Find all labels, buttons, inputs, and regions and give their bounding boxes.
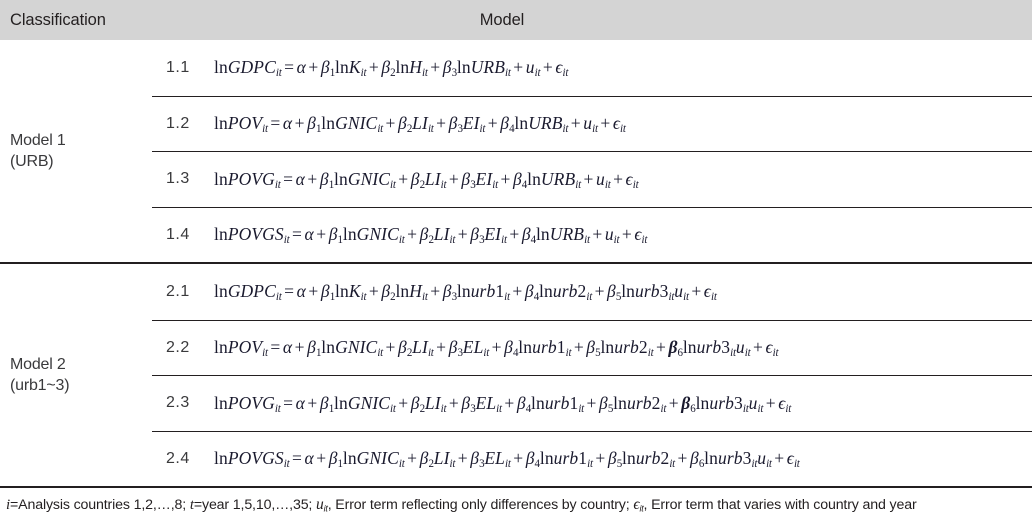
equation-number: 1.4 <box>166 225 190 243</box>
equation-formula: lnGDPCit=α+β1lnKit+β2lnHit+β3lnURBit+uit… <box>214 57 569 80</box>
column-header-classification: Classification <box>10 10 106 29</box>
equation-formula: lnPOVGSit=α+β1lnGNICit+β2LIit+β3ELit+β4l… <box>214 448 800 471</box>
footnote-symbol-epsilon: ϵ <box>633 496 640 513</box>
footnote-symbol-t: t <box>189 497 194 513</box>
equation-formula: lnGDPCit=α+β1lnKit+β2lnHit+β3lnurb1it+β4… <box>214 281 717 304</box>
footnote-part-4: , Error term that varies with country an… <box>643 497 917 513</box>
section-label-model-1: Model 1 (URB) <box>0 40 152 262</box>
table-row: 2.1 lnGDPCit=α+β1lnKit+β2lnHit+β3lnurb1i… <box>152 264 1032 320</box>
table-row: 1.2 lnPOVit=α+β1lnGNICit+β2LIit+β3EIit+β… <box>152 95 1032 152</box>
equation-formula: lnPOVGit=α+β1lnGNICit+β2LIit+β3EIit+β4ln… <box>214 168 639 191</box>
table-row: 2.2 lnPOVit=α+β1lnGNICit+β2LIit+β3ELit+β… <box>152 319 1032 376</box>
table-header-row: Classification Model <box>0 0 1032 40</box>
table-row: 1.4 lnPOVGSit=α+β1lnGNICit+β2LIit+β3EIit… <box>152 206 1032 263</box>
footnote-subscript-epsilon: it <box>639 503 644 514</box>
footnote-symbol-i: i <box>6 497 11 513</box>
footnote-part-2: =year 1,5,10,…,35; <box>193 497 317 513</box>
table-footnote: i=Analysis countries 1,2,…,8; t=year 1,5… <box>0 486 1032 514</box>
footnote-symbol-u: u <box>316 496 324 513</box>
section-model-2: Model 2 (urb1~3) 2.1 lnGDPCit=α+β1lnKit+… <box>0 262 1032 486</box>
table-row: 1.3 lnPOVGit=α+β1lnGNICit+β2LIit+β3EIit+… <box>152 151 1032 207</box>
equation-number: 2.2 <box>166 338 190 356</box>
equation-formula: lnPOVGSit=α+β1lnGNICit+β2LIit+β3EIit+β4l… <box>214 224 648 247</box>
equation-number: 1.2 <box>166 114 190 132</box>
table-row: 1.1 lnGDPCit=α+β1lnKit+β2lnHit+β3lnURBit… <box>152 40 1032 96</box>
section-label-model-2: Model 2 (urb1~3) <box>0 264 152 486</box>
column-header-model: Model <box>479 10 525 29</box>
section-label-model-2-line1: Model 2 <box>10 355 66 373</box>
section-model-1: Model 1 (URB) 1.1 lnGDPCit=α+β1lnKit+β2l… <box>0 40 1032 262</box>
footnote-part-1: =Analysis countries 1,2,…,8; <box>10 497 190 513</box>
section-label-model-1-line2: (URB) <box>10 153 54 170</box>
equation-number: 2.3 <box>166 394 190 412</box>
section-label-model-1-line1: Model 1 <box>10 131 66 149</box>
equation-formula: lnPOVit=α+β1lnGNICit+β2LIit+β3EIit+β4lnU… <box>214 113 626 136</box>
table-body: Model 1 (URB) 1.1 lnGDPCit=α+β1lnKit+β2l… <box>0 40 1032 486</box>
table-row: 2.4 lnPOVGSit=α+β1lnGNICit+β2LIit+β3ELit… <box>152 430 1032 487</box>
section-rows-model-2: 2.1 lnGDPCit=α+β1lnKit+β2lnHit+β3lnurb1i… <box>152 264 1032 486</box>
footnote-part-3: , Error term reflecting only differences… <box>327 497 634 513</box>
equation-number: 2.4 <box>166 449 190 467</box>
equation-number: 1.3 <box>166 170 190 188</box>
table-row: 2.3 lnPOVGit=α+β1lnGNICit+β2LIit+β3ELit+… <box>152 375 1032 431</box>
footnote-subscript-u: it <box>323 503 328 514</box>
equation-formula: lnPOVit=α+β1lnGNICit+β2LIit+β3ELit+β4lnu… <box>214 337 779 360</box>
section-rows-model-1: 1.1 lnGDPCit=α+β1lnKit+β2lnHit+β3lnURBit… <box>152 40 1032 262</box>
equation-formula: lnPOVGit=α+β1lnGNICit+β2LIit+β3ELit+β4ln… <box>214 392 792 415</box>
equation-number: 1.1 <box>166 58 190 76</box>
section-label-model-2-line2: (urb1~3) <box>10 377 70 394</box>
equation-number: 2.1 <box>166 282 190 300</box>
